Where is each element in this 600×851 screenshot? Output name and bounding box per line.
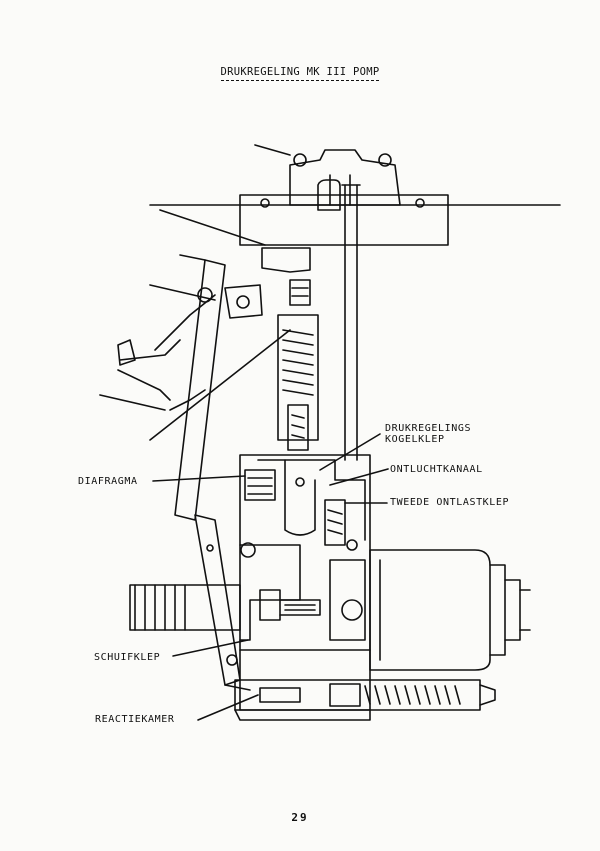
main-pump-body [239, 454, 371, 711]
lower-lever-arm [194, 514, 251, 691]
reaction-chamber-assembly [234, 679, 496, 721]
leader-schuifklep [172, 639, 249, 657]
label-drukregelings-line1: DRUKREGELINGS [385, 423, 472, 434]
label-ontluchtkanaal: ONTLUCHTKANAAL [390, 464, 483, 475]
throttle-linkage [99, 254, 263, 521]
upper-spring-housing [277, 314, 319, 451]
label-drukregelings-kogelklep: DRUKREGELINGS KOGELKLEP [385, 423, 471, 445]
leader-drukregelings [319, 433, 381, 471]
cylinder-housing [369, 549, 531, 671]
page-number: 29 [291, 811, 309, 824]
push-rod [341, 184, 361, 461]
leader-ontluchtkanaal [329, 468, 389, 486]
leader-diafragma [152, 475, 246, 482]
label-diafragma: DIAFRAGMA [78, 476, 138, 487]
label-drukregelings-line2: KOGELKLEP [385, 434, 445, 445]
left-drive-shaft [129, 584, 241, 631]
top-housing-block [149, 149, 561, 246]
label-tweede-ontlastklep: TWEEDE ONTLASTKLEP [390, 497, 510, 508]
page-title: DRUKREGELING MK III POMP [0, 66, 600, 81]
label-reactiekamer: REACTIEKAMER [95, 714, 175, 725]
bracket [261, 247, 311, 306]
leader-reactiekamer [197, 694, 259, 721]
label-schuifklep: SCHUIFKLEP [94, 652, 161, 663]
